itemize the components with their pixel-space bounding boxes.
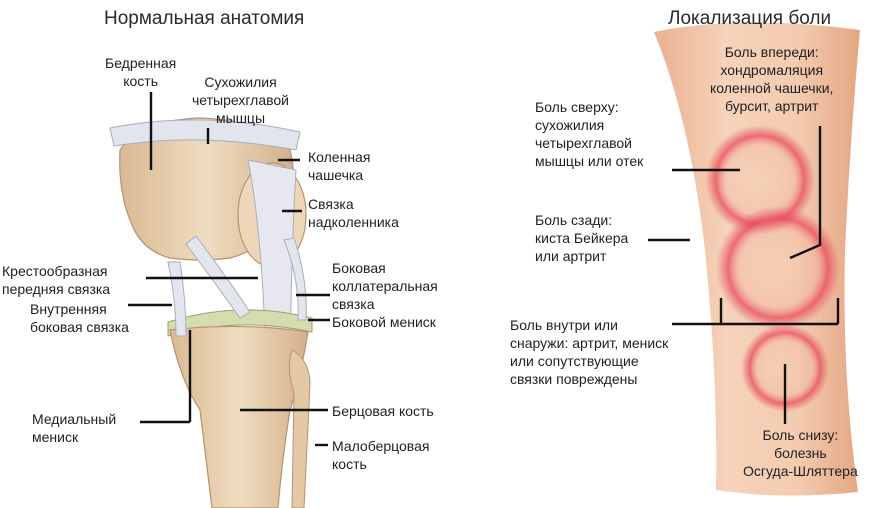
knee-anatomy-illustration (109, 117, 313, 508)
label-lateral-meniscus: Боковой мениск (332, 314, 436, 330)
anatomy-title: Нормальная анатомия (104, 8, 305, 29)
pain-zone-knee (716, 206, 840, 330)
pain-pointer-lines (648, 126, 840, 424)
leg-pain-illustration (654, 22, 860, 496)
anatomy-pointer-lines (128, 92, 330, 447)
quadriceps-tendon (109, 119, 301, 151)
lcl-ligament (283, 237, 307, 321)
fibula-bone (288, 349, 311, 508)
pain-title: Локализация боли (668, 8, 832, 29)
tibia-bone (169, 325, 309, 508)
label-tibia: Берцовая кость (332, 403, 434, 419)
